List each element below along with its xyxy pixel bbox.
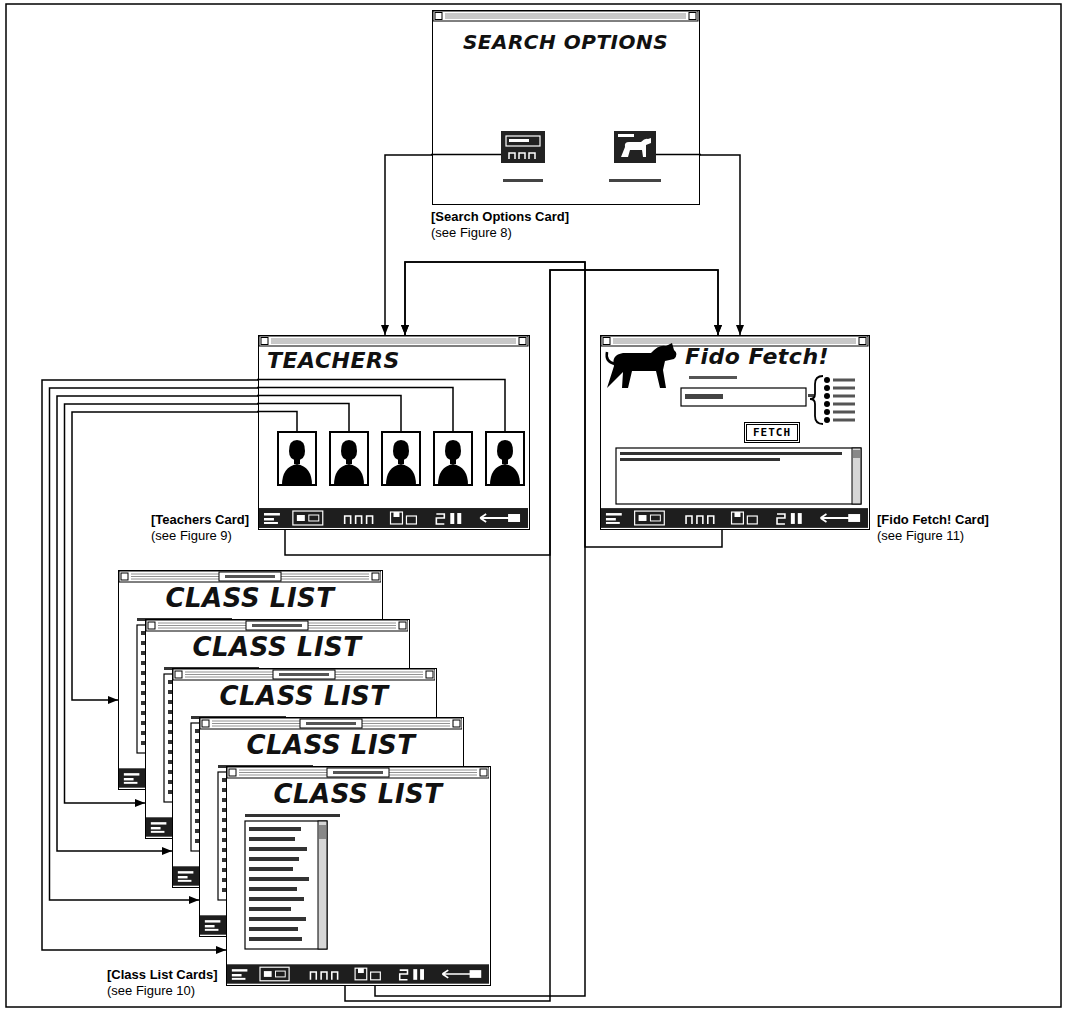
connector-arrow [385,155,432,335]
teachers-art [259,336,528,346]
card-title: SEARCH OPTIONS [463,31,668,54]
search-options-art [689,13,696,20]
search-options-art [503,179,543,182]
card-caption: [Search Options Card] (see Figure 8) [431,209,572,241]
search-options-art [445,14,686,18]
card-title: CLASS LIST [219,682,388,712]
teachers-art [486,432,524,485]
card-title: CLASS LIST [273,780,442,810]
fido-fetch-art [681,388,806,406]
card-caption: [Class List Cards] (see Figure 10) [107,967,221,999]
teachers-art [271,339,516,343]
class-list-art [227,767,489,984]
fido-fetch-art [685,394,723,399]
teachers-icon [506,136,540,146]
search-options-art [435,13,442,20]
fido-fetch-art [824,409,830,415]
fido-fetch-art [833,395,855,398]
fido-fetch-art [824,385,830,391]
search-options-art [433,11,698,21]
teachers-art [434,432,472,485]
fetch-icon [614,131,656,163]
fido-fetch-art [833,403,855,406]
fetch-icon [614,131,656,163]
fido-fetch-art [833,379,855,382]
teachers-icon [501,131,545,163]
dog-silhouette [607,343,677,388]
fido-fetch-art [810,376,823,424]
fido-fetch-art [601,508,868,528]
card-window: Fido Fetch![Fido Fetch! Card] (see Figur… [600,335,870,530]
fido-fetch-art [824,401,830,407]
teachers-art [261,338,268,345]
fido-fetch-art [833,411,855,414]
teachers-icon [509,153,535,159]
connectors [42,155,740,1001]
teachers-art [382,432,420,485]
fido-fetch-art [808,394,814,397]
button-label: FETCH [753,426,791,439]
teachers-icon [509,139,529,142]
connector-arrow [700,155,740,335]
search-options-art [431,154,701,156]
card-title: TEACHERS [267,348,400,373]
card-caption: [Fido Fetch! Card] (see Figure 11) [877,512,992,544]
teachers-art [278,432,316,485]
fido-fetch-art [833,387,855,390]
card-caption: [Teachers Card] (see Figure 9) [151,512,253,544]
search-options-art [609,179,661,182]
fido-fetch-art [607,352,615,364]
fido-fetch-art [824,377,830,383]
figure-frame [6,4,1061,1007]
card-title: CLASS LIST [246,731,415,761]
fido-fetch-art [620,458,780,461]
teachers-art [330,432,368,485]
fido-fetch-art [852,448,861,504]
card-window: SEARCH OPTIONS[Search Options Card] (see… [432,10,700,205]
fetch-icon [621,138,651,157]
fetch-button: FETCH [744,422,800,443]
fido-fetch-art [603,338,610,345]
fido-fetch-art [859,338,866,345]
teachers-art [519,338,526,345]
card-title: CLASS LIST [165,584,334,614]
fetch-icon [618,134,634,137]
fido-fetch-art [689,376,737,379]
fido-fetch-art [613,339,856,343]
portrait-link [257,380,505,432]
card-window: CLASS LIST[Class List Cards] (see Figure… [226,766,491,986]
teachers-art [259,508,528,528]
fido-fetch-art [620,452,842,455]
card-title: Fido Fetch! [685,344,829,369]
fido-fetch-art [853,450,860,458]
fido-fetch-art [833,419,855,422]
card-title: CLASS LIST [192,633,361,663]
fido-fetch-art [616,448,861,504]
fido-fetch-art [824,417,830,423]
fido-fetch-art [824,393,830,399]
card-window: TEACHERS[Teachers Card] (see Figure 9) [258,335,530,530]
teachers-icon [501,131,545,163]
